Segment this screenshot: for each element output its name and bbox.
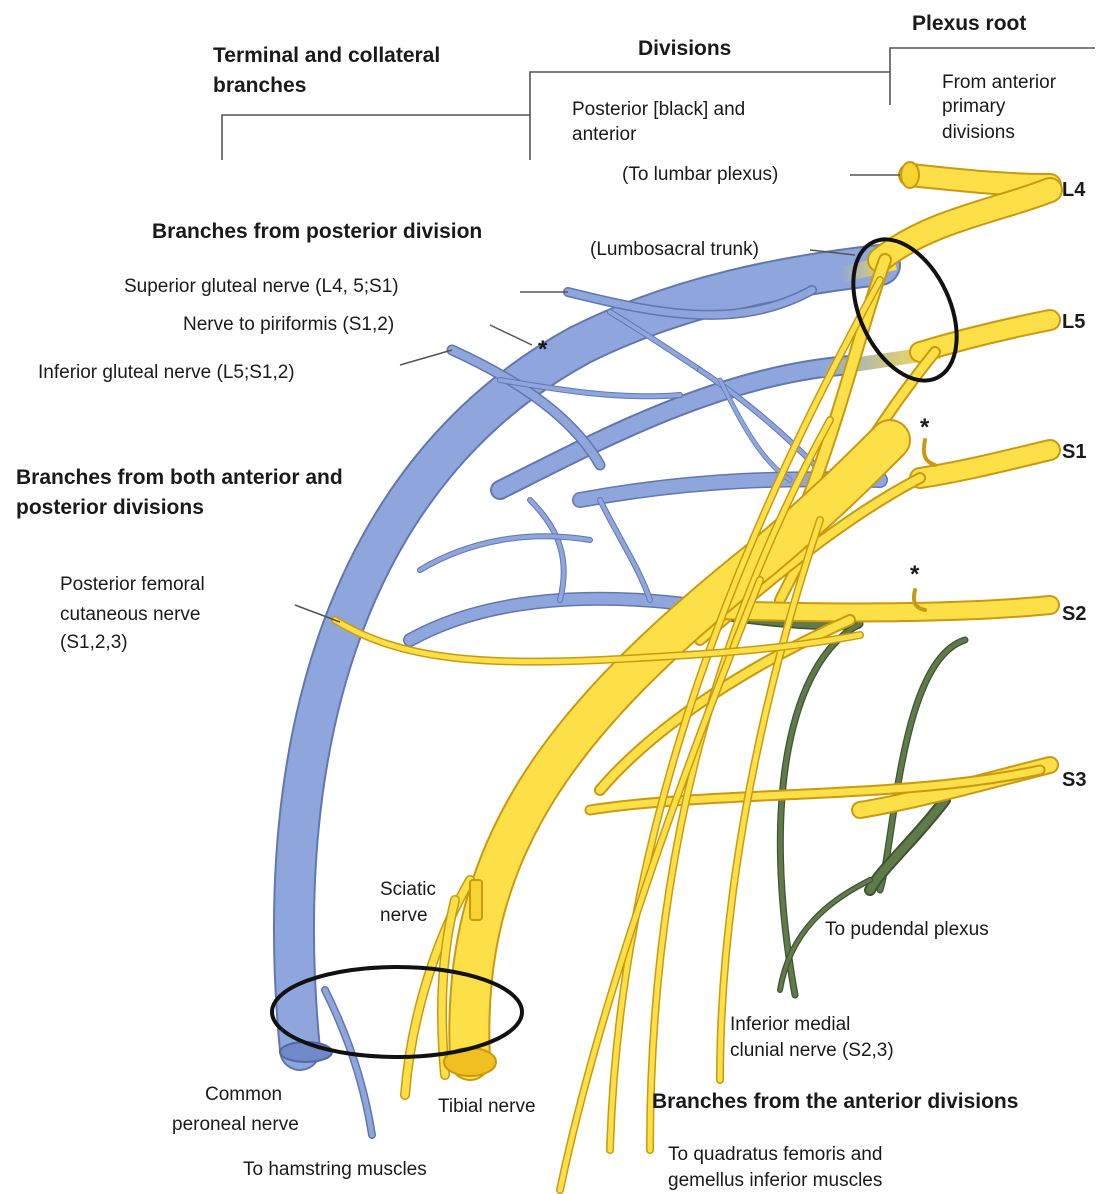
anterior-division-nerves [331, 161, 1063, 1194]
root-label-l5: L5 [1062, 311, 1085, 333]
root-note-line2: primary [942, 96, 1006, 117]
tibial-nerve-label: Tibial nerve [438, 1096, 536, 1117]
both-divisions-title-line2: posterior divisions [16, 496, 204, 519]
quadratus-line2: gemellus inferior muscles [668, 1170, 882, 1191]
division-note-line1: Posterior [black] and [572, 99, 745, 120]
plexus-root-header: Plexus root [912, 12, 1026, 35]
s2-asterisk: * [910, 561, 920, 588]
sciatic-nerve-line1: Sciatic [380, 879, 436, 900]
s1-asterisk: * [920, 414, 930, 441]
root-label-s3: S3 [1062, 769, 1086, 791]
posterior-division-title: Branches from posterior division [152, 220, 482, 243]
lumbosacral-trunk-label: (Lumbosacral trunk) [590, 239, 759, 260]
hamstring-label: To hamstring muscles [243, 1159, 427, 1180]
root-note-line1: From anterior [942, 72, 1057, 93]
anterior-divisions-title: Branches from the anterior divisions [652, 1090, 1018, 1113]
clunial-nerve-line1: Inferior medial [730, 1014, 850, 1035]
sciatic-nerve-line2: nerve [380, 905, 428, 926]
inferior-gluteal-label: Inferior gluteal nerve (L5;S1,2) [38, 362, 295, 383]
terminal-header-line2: branches [213, 74, 306, 97]
header-brackets [221, 47, 1095, 160]
root-label-s2: S2 [1062, 603, 1086, 625]
divisions-header: Divisions [638, 37, 731, 60]
root-label-s1: S1 [1062, 441, 1086, 463]
posterior-femoral-cutaneous-line3: (S1,2,3) [60, 632, 128, 653]
posterior-femoral-cutaneous-line1: Posterior femoral [60, 574, 205, 595]
superior-gluteal-label: Superior gluteal nerve (L4, 5;S1) [124, 276, 399, 297]
clunial-nerve-line2: clunial nerve (S2,3) [730, 1040, 894, 1061]
to-pudendal-plexus-label: To pudendal plexus [825, 919, 989, 940]
to-lumbar-plexus-label: (To lumbar plexus) [622, 164, 778, 185]
posterior-femoral-cutaneous-line2: cutaneous nerve [60, 604, 201, 625]
piriformis-asterisk: * [538, 336, 548, 363]
both-divisions-title-line1: Branches from both anterior and [16, 466, 343, 489]
common-peroneal-line2: peroneal nerve [172, 1114, 299, 1135]
root-label-l4: L4 [1062, 179, 1086, 201]
lumbosacral-ring [851, 237, 959, 383]
division-note-line2: anterior [572, 124, 637, 145]
root-note-line3: divisions [942, 122, 1015, 143]
leader-lines [294, 174, 900, 623]
sciatic-ring [270, 965, 524, 1059]
piriformis-label: Nerve to piriformis (S1,2) [183, 314, 394, 335]
quadratus-line1: To quadratus femoris and [668, 1144, 882, 1165]
common-peroneal-line1: Common [205, 1084, 282, 1105]
terminal-header-line1: Terminal and collateral [213, 44, 440, 67]
